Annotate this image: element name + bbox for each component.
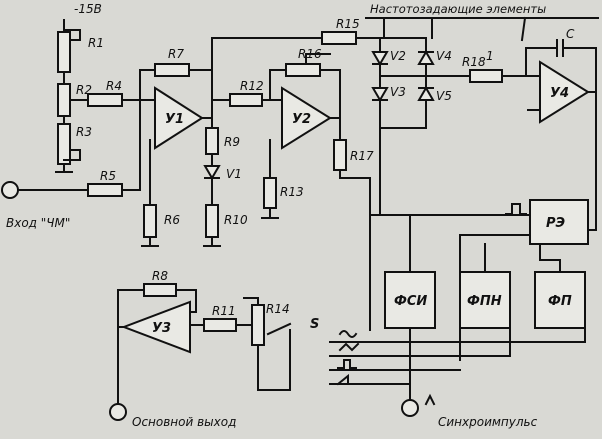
main-output-label: Основной выход	[132, 415, 236, 429]
r13-label: R13	[280, 185, 304, 199]
r1-wiper	[63, 29, 81, 41]
diode-v5	[417, 86, 435, 101]
r18-label: R18	[462, 55, 486, 69]
r7-left-wire	[139, 69, 156, 101]
amplifier-u3	[121, 300, 191, 354]
block-fp-label: ФП	[548, 294, 572, 309]
capacitor-label: C	[566, 27, 575, 41]
v4-label: V4	[436, 49, 452, 63]
r14-label: R14	[266, 302, 290, 316]
c-right-wire	[562, 47, 597, 93]
u4-out-wire	[587, 91, 597, 231]
r17-resistor	[333, 139, 347, 171]
diode-v1	[203, 165, 221, 180]
r4-label: R4	[106, 79, 122, 93]
u4-label: У4	[550, 86, 569, 101]
block-re-label: РЭ	[546, 216, 566, 231]
r10-label: R10	[224, 213, 248, 227]
header-leader-3	[520, 16, 527, 42]
v1-label: V1	[226, 167, 242, 181]
u2-label: У2	[292, 112, 311, 127]
v5-label: V5	[436, 89, 452, 103]
block-fp	[534, 271, 586, 329]
r6-label: R6	[164, 213, 180, 227]
supply-label: -15В	[74, 2, 102, 16]
r3-trim	[63, 149, 81, 161]
c-left-wire	[525, 47, 558, 77]
fp-in-wire	[539, 243, 561, 273]
r9-label: R9	[224, 135, 240, 149]
r15-resistor	[321, 31, 357, 45]
r3-resistor	[57, 123, 71, 165]
block-fsi-label: ФСИ	[394, 294, 427, 309]
amplifier-u4	[539, 60, 590, 124]
r8-right-wire	[175, 289, 197, 313]
marker-1: 1	[486, 49, 494, 63]
r7-resistor	[154, 63, 190, 77]
r13-resistor	[263, 177, 277, 209]
r8-resistor	[143, 283, 177, 297]
r8-label: R8	[152, 269, 168, 283]
r12-resistor	[229, 93, 263, 107]
r3-label: R3	[76, 125, 92, 139]
r1-resistor	[57, 31, 71, 73]
input-terminal	[1, 181, 19, 199]
r8-left-wire	[117, 289, 145, 405]
u3-label: У3	[152, 321, 171, 336]
switch-label: S	[310, 317, 319, 332]
u1-label: У1	[165, 112, 184, 127]
sine-icon	[338, 330, 358, 338]
square-icon	[337, 359, 357, 369]
switch-blade	[266, 322, 292, 336]
bridge-bottom-left	[369, 127, 381, 216]
amplifier-u2	[281, 86, 332, 150]
pulse-icon-sync	[424, 393, 436, 406]
r18-resistor	[469, 69, 503, 83]
r16-right-wire	[319, 69, 341, 119]
r17-label: R17	[350, 149, 374, 163]
r12-label: R12	[240, 79, 264, 93]
r11-resistor	[203, 318, 237, 332]
main-output-terminal	[109, 403, 127, 421]
r16-resistor	[285, 63, 321, 77]
sync-output-terminal	[401, 399, 419, 417]
r14-resistor	[251, 304, 265, 346]
r11-label: R11	[212, 304, 236, 318]
block-fpn-label: ФПН	[467, 294, 502, 309]
r2-resistor	[57, 83, 71, 117]
diode-v2	[371, 51, 389, 66]
r5-label: R5	[100, 169, 116, 183]
r4-resistor	[87, 93, 123, 107]
v3-label: V3	[390, 85, 406, 99]
r6-resistor	[143, 204, 157, 238]
triangle-icon	[338, 342, 360, 352]
r1-label: R1	[88, 36, 104, 50]
block-re	[529, 199, 589, 245]
header-text: Настотозадающие элементы	[370, 2, 546, 16]
sync-label: Синхроимпульс	[438, 415, 538, 429]
sawtooth-icon	[336, 373, 349, 386]
pulse-icon-re	[505, 203, 527, 215]
r15-label: R15	[336, 17, 360, 31]
r5-resistor	[87, 183, 123, 197]
r5-u1-wire	[121, 99, 141, 191]
input-label: Вход "ЧМ"	[6, 216, 70, 230]
diode-v4	[417, 50, 435, 65]
r10-resistor	[205, 204, 219, 238]
v2-label: V2	[390, 49, 406, 63]
amplifier-u1	[154, 86, 204, 150]
r16-trim	[305, 53, 331, 63]
r15-left-wire	[211, 37, 323, 71]
r7-label: R7	[168, 47, 184, 61]
r16-left-wire	[269, 69, 287, 101]
r9-resistor	[205, 127, 219, 155]
diode-v3	[371, 87, 389, 102]
